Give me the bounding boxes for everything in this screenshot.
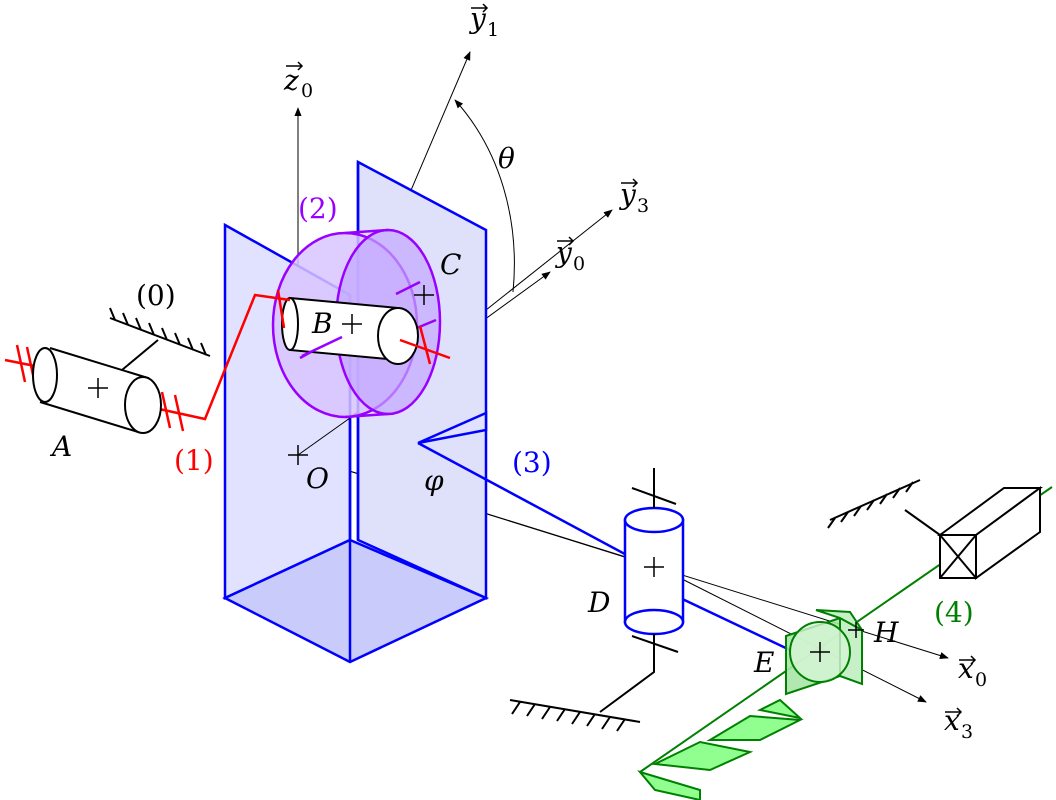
vector-y3: y 3 xyxy=(618,178,649,217)
vector-index: 3 xyxy=(637,195,649,217)
arm-3-to-d xyxy=(417,441,637,562)
center-d xyxy=(644,557,664,577)
crank-mark xyxy=(173,394,185,432)
ground-plane xyxy=(109,317,211,357)
label-part3: (3) xyxy=(512,446,552,479)
label-A: A xyxy=(49,430,72,463)
part3-frame xyxy=(222,159,791,664)
label-part0: (0) xyxy=(136,279,176,312)
vector-z0: z 0 xyxy=(283,61,313,102)
d-mark xyxy=(631,487,677,505)
arm-wedge xyxy=(417,411,488,445)
guide-hatch xyxy=(827,481,914,529)
crank-mark xyxy=(160,391,172,429)
vector-arrow-icon xyxy=(621,178,639,188)
label-C: C xyxy=(440,248,461,281)
vector-index: 0 xyxy=(573,253,585,275)
point-crosses xyxy=(288,285,434,465)
vector-arrow-icon xyxy=(959,655,977,665)
ground-guide xyxy=(827,479,1044,580)
purple-mark xyxy=(301,335,343,358)
cross-b xyxy=(342,314,362,334)
label-phi: φ xyxy=(424,464,444,497)
label-H: H xyxy=(873,616,899,649)
ground-a xyxy=(32,307,211,434)
o-to-b-line xyxy=(297,417,351,456)
wheel-edge xyxy=(344,228,389,235)
guide-cross xyxy=(939,534,977,579)
vector-letter: z xyxy=(283,64,299,97)
wheel-hub-mark xyxy=(395,280,421,296)
d-mark xyxy=(631,635,679,653)
vector-arrow-icon xyxy=(471,3,489,13)
label-part1: (1) xyxy=(174,444,214,477)
d-ground-hatch xyxy=(511,701,626,732)
vector-index: 0 xyxy=(975,669,987,691)
vector-letter: y xyxy=(468,2,487,35)
d-ground-link xyxy=(599,660,655,713)
label-part2: (2) xyxy=(298,192,338,225)
d-ground-plane xyxy=(509,699,641,723)
slider-center-marks xyxy=(810,622,864,662)
vector-y1: y 1 xyxy=(468,2,499,41)
part1-crank xyxy=(4,293,291,432)
guide-link xyxy=(904,509,941,536)
vector-index: 0 xyxy=(301,80,313,102)
axle-start xyxy=(281,297,299,351)
cylinder-a-start xyxy=(32,347,58,403)
vector-x0: x 0 xyxy=(958,652,987,691)
vector-letter: y xyxy=(618,178,637,211)
labels: A B C D E H O (0) (1) (2) (3) (4) θ φ z … xyxy=(49,2,987,743)
ground-link xyxy=(121,339,159,371)
arm-d-to-e xyxy=(675,594,791,652)
cylinder-d xyxy=(509,468,685,732)
bottom-face xyxy=(222,538,490,664)
ground-hatch xyxy=(109,307,207,356)
label-B: B xyxy=(311,307,333,340)
label-theta: θ xyxy=(498,142,515,175)
vector-arrow-icon xyxy=(286,61,304,71)
center-a xyxy=(88,378,108,398)
vector-index: 1 xyxy=(487,19,499,41)
axle-end xyxy=(377,307,419,365)
a-mark xyxy=(15,344,27,383)
cylinder-d-bottom xyxy=(623,608,685,636)
cross-o xyxy=(288,445,308,465)
wheel-axle xyxy=(281,296,419,365)
vector-arrow-icon xyxy=(557,236,575,246)
label-O: O xyxy=(306,462,329,495)
purple-center-marks xyxy=(301,335,343,358)
cross-c xyxy=(414,285,434,305)
rack-teeth xyxy=(637,698,804,800)
label-E: E xyxy=(753,646,774,679)
crank-arm xyxy=(149,293,291,421)
vector-y0: y 0 xyxy=(554,236,585,275)
vector-index: 3 xyxy=(961,721,973,743)
vector-x3: x 3 xyxy=(944,704,973,743)
red-mark xyxy=(418,325,432,365)
wheel-edge xyxy=(344,412,389,419)
theta-arc xyxy=(454,99,515,293)
vector-arrow-icon xyxy=(945,707,963,717)
cylinder-a-end xyxy=(124,376,162,434)
axle-red-marks xyxy=(276,289,451,365)
guide-box-side xyxy=(975,486,1041,580)
guide-ground-plane xyxy=(829,479,921,521)
red-mark xyxy=(276,289,286,329)
vector-letter: y xyxy=(554,236,573,269)
label-D: D xyxy=(587,586,610,619)
cylinder-d-top xyxy=(623,506,685,534)
label-part4: (4) xyxy=(934,596,974,629)
